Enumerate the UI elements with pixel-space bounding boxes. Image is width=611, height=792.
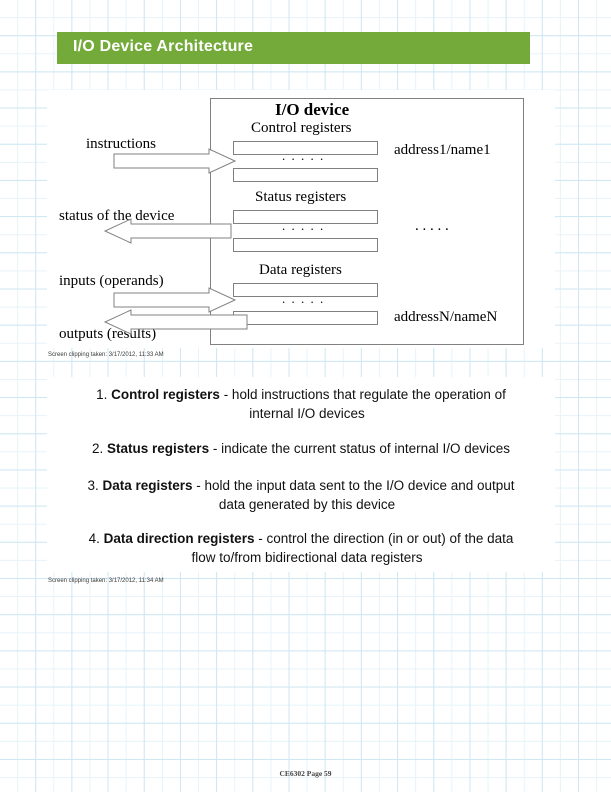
list-item-continuation: flow to/from bidirectional data register… [191,550,423,565]
list-item: 4. Data direction registers - control th… [47,529,555,567]
list-clipping: 1. Control registers - hold instructions… [47,377,555,572]
list-item-number: 1. [96,387,108,402]
register-box [233,168,378,182]
list-item-term: Status registers [107,441,210,456]
group-dots-control: . . . . . [282,148,325,163]
outputs-arrow-icon [103,309,249,335]
inputs-arrow-icon [113,287,237,313]
list-item-text: - control the direction (in or out) of t… [254,531,514,546]
list-item: 3. Data registers - hold the input data … [47,476,555,514]
list-item: 2. Status registers - indicate the curre… [47,439,555,458]
address-label-last: addressN/nameN [394,309,498,325]
register-box [233,238,378,252]
list-item-term: Data registers [102,478,193,493]
list-item-number: 2. [92,441,104,456]
list-item-number: 3. [87,478,99,493]
group-label-data-registers: Data registers [259,262,342,278]
address-label-middle: . . . . . [415,218,449,234]
group-dots-status: . . . . . [282,218,325,233]
clipping-caption-first: Screen clipping taken: 3/17/2012, 11:33 … [48,352,164,358]
register-box [233,283,378,297]
page-title: I/O Device Architecture [73,38,254,55]
list-item-text: - indicate the current status of interna… [209,441,510,456]
io-device-title: I/O device [275,100,350,119]
group-label-status-registers: Status registers [255,189,347,205]
label-inputs-operands: inputs (operands) [59,273,164,289]
page-footer: CE6302 Page 59 [279,769,332,778]
register-box [233,141,378,155]
address-label-first: address1/name1 [394,142,491,158]
group-label-control-registers: Control registers [251,120,352,136]
list-item-text: - hold instructions that regulate the op… [219,387,506,402]
io-device-box [210,98,524,345]
diagram-clipping: I/O device Control registers . . . . . a… [47,90,555,348]
list-item-number: 4. [88,531,100,546]
status-arrow-icon [103,218,233,244]
register-box [233,210,378,224]
label-instructions: instructions [86,136,156,152]
list-item-term: Control registers [111,387,220,402]
instructions-arrow-icon [113,148,237,174]
slide-title-banner: I/O Device Architecture [57,32,530,64]
list-item-continuation: internal I/O devices [249,406,365,421]
list-item-continuation: data generated by this device [218,497,396,512]
label-outputs-results: outputs (results) [59,326,157,342]
list-item-term: Data direction registers [103,531,255,546]
group-dots-data: . . . . . [282,291,325,306]
list-item: 1. Control registers - hold instructions… [47,385,555,423]
label-status-of-device: status of the device [59,208,175,224]
clipping-caption-second: Screen clipping taken: 3/17/2012, 11:34 … [48,578,164,584]
register-box [233,311,378,325]
list-item-text: - hold the input data sent to the I/O de… [192,478,515,493]
